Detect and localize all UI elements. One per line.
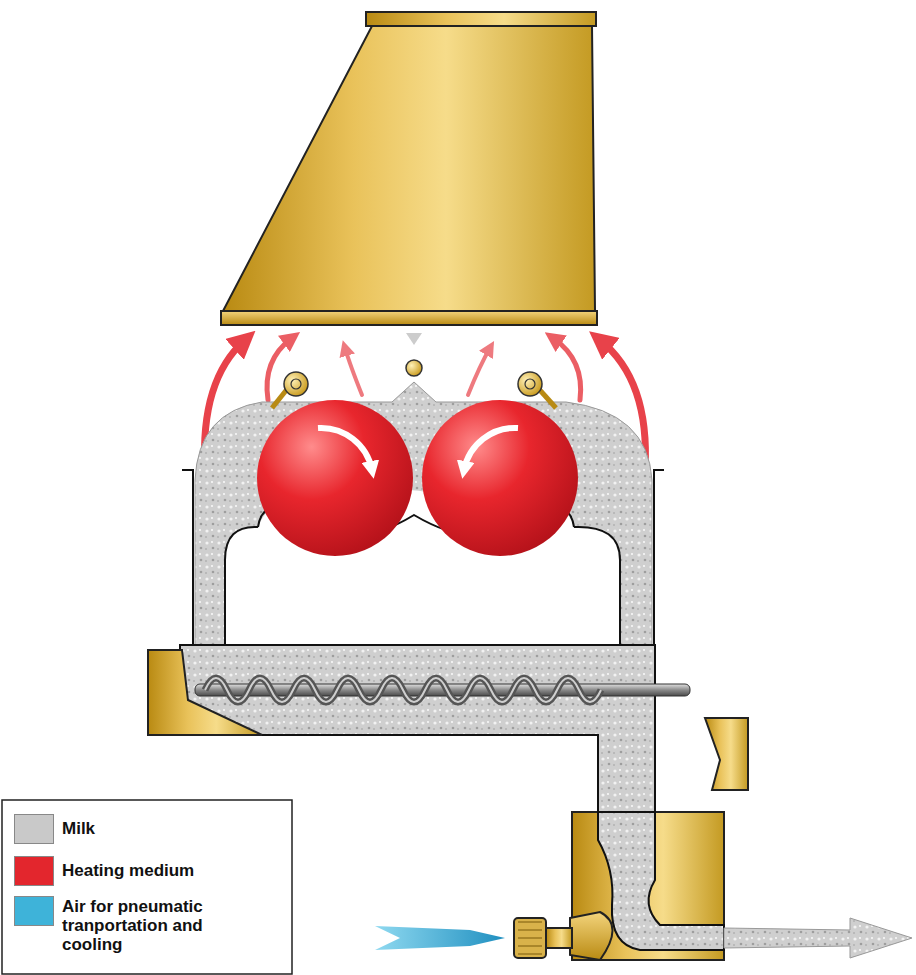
legend-swatch bbox=[14, 896, 54, 926]
right-wall bbox=[654, 470, 664, 650]
powder-outlet-arrow bbox=[724, 918, 912, 958]
pneumatic-venturi bbox=[514, 812, 724, 960]
drip-arrow bbox=[406, 333, 422, 345]
legend-label: Milk bbox=[62, 819, 277, 838]
side-plate bbox=[705, 718, 748, 790]
air-inlet-arrow bbox=[375, 926, 505, 950]
legend-swatch bbox=[14, 814, 54, 844]
legend-label: Air for pneumatic tranportation and cool… bbox=[62, 897, 227, 954]
legend-box bbox=[2, 800, 292, 974]
spray-ball bbox=[406, 360, 422, 376]
left-wall bbox=[182, 470, 193, 650]
legend-swatch bbox=[14, 856, 54, 886]
frame-outline bbox=[225, 527, 620, 645]
screw-conveyor bbox=[195, 678, 690, 702]
applicator-rollers bbox=[272, 372, 556, 408]
heated-rollers bbox=[257, 400, 578, 556]
milk-film bbox=[195, 382, 652, 645]
exhaust-hood bbox=[221, 12, 597, 325]
legend-label: Heating medium bbox=[62, 861, 277, 880]
